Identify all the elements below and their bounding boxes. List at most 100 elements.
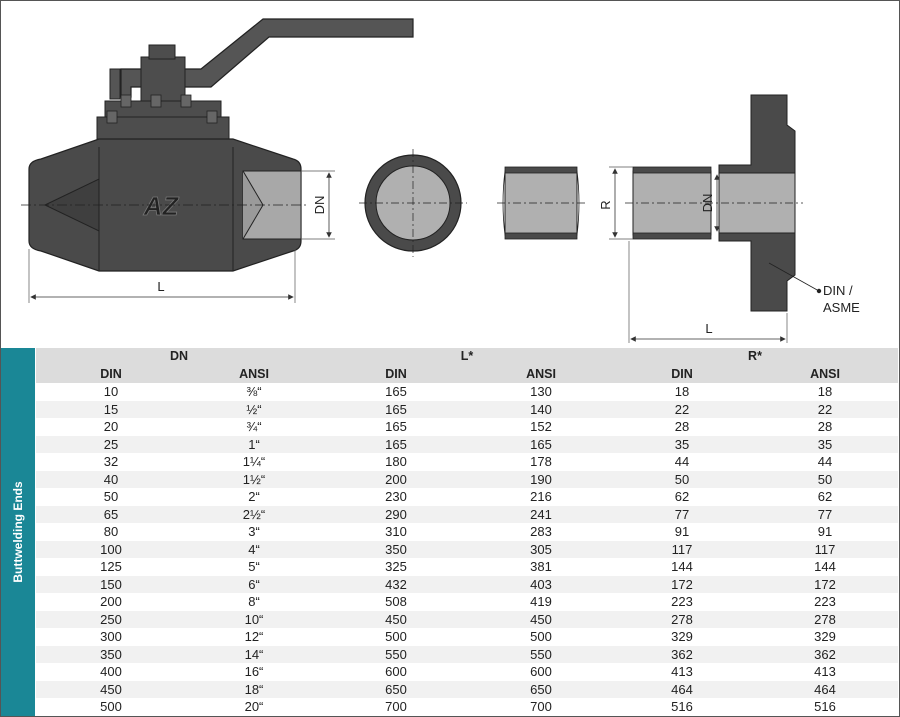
side-band [1, 348, 35, 716]
cell-dn-ansi: 8“ [248, 594, 260, 609]
cell-l-ansi: 403 [530, 576, 552, 592]
cell-dn-ansi: 3“ [248, 524, 260, 539]
cell-dn-din: 50 [103, 489, 119, 504]
cell-r-din: 516 [671, 699, 693, 714]
cell-dn-ansi: ¾“ [246, 419, 262, 434]
cell-dn-ansi: 6“ [248, 576, 260, 592]
cell-dn-ansi: 16“ [244, 664, 264, 679]
cell-l-din: 500 [385, 629, 407, 644]
valve-l-label: L [157, 279, 164, 294]
cell-l-din: 165 [385, 384, 407, 399]
cell-dn-ansi: 5“ [248, 559, 260, 574]
cell-r-ansi: 50 [817, 471, 833, 487]
cell-l-din: 508 [385, 594, 407, 609]
cell-r-din: 35 [674, 436, 690, 452]
cell-r-ansi: 329 [814, 629, 836, 644]
cell-l-ansi: 381 [530, 559, 552, 574]
cell-r-ansi: 117 [814, 541, 836, 557]
table-row: 125 5“ 325 381 144 144 [36, 558, 898, 576]
end-l-label: L [705, 321, 712, 336]
cell-dn-din: 200 [100, 594, 122, 609]
cell-r-din: 464 [671, 681, 693, 697]
cell-l-din: 550 [385, 646, 407, 662]
subheader-r-ansi: ANSI [810, 366, 840, 381]
cell-l-din: 450 [385, 611, 407, 627]
cell-l-ansi: 600 [530, 664, 552, 679]
cell-l-ansi: 650 [530, 681, 552, 697]
cell-r-din: 28 [674, 419, 690, 434]
cell-dn-ansi: ⅜“ [246, 384, 262, 399]
flange-callout-line2: ASME [823, 300, 860, 315]
cell-r-din: 413 [671, 664, 693, 679]
group-header-dn: DN [169, 349, 189, 363]
cell-r-ansi: 278 [814, 611, 836, 627]
table-subheader-row: DIN ANSI DIN ANSI DIN ANSI [36, 365, 898, 383]
cell-l-din: 325 [385, 559, 407, 574]
cell-dn-din: 400 [100, 664, 122, 679]
cell-r-ansi: 77 [817, 506, 833, 522]
cell-dn-ansi: 10“ [244, 611, 264, 627]
cell-l-ansi: 130 [530, 384, 552, 399]
cell-r-ansi: 144 [814, 559, 836, 574]
subheader-l-ansi: ANSI [526, 366, 556, 381]
cell-l-ansi: 152 [530, 419, 552, 434]
cell-r-ansi: 516 [814, 699, 836, 714]
flange-callout-line1: DIN / [823, 283, 853, 298]
cell-dn-din: 250 [100, 611, 122, 627]
cell-dn-ansi: 2“ [248, 489, 260, 504]
cell-r-ansi: 28 [817, 419, 833, 434]
cell-r-din: 172 [671, 576, 693, 592]
flanged-pipe-view: R DN L DIN / ASME [598, 94, 860, 343]
cell-l-ansi: 140 [530, 401, 552, 417]
cell-r-ansi: 172 [814, 576, 836, 592]
cell-dn-din: 300 [100, 629, 122, 644]
cell-dn-ansi: 20“ [244, 699, 264, 714]
subheader-dn-din: DIN [100, 366, 122, 381]
cell-dn-din: 125 [100, 559, 122, 574]
cell-r-ansi: 44 [817, 454, 833, 469]
cell-r-ansi: 464 [814, 681, 836, 697]
cell-l-ansi: 165 [530, 436, 552, 452]
cell-dn-din: 15 [103, 401, 119, 417]
cell-dn-din: 500 [100, 699, 122, 714]
cell-r-din: 18 [674, 384, 690, 399]
cell-r-din: 144 [671, 559, 693, 574]
cell-l-din: 180 [385, 454, 407, 469]
cell-l-ansi: 419 [530, 594, 552, 609]
subheader-r-din: DIN [671, 366, 693, 381]
cell-l-ansi: 550 [530, 646, 552, 662]
cell-l-ansi: 216 [530, 489, 552, 504]
pipe-section-view [497, 166, 585, 240]
cell-r-ansi: 223 [814, 594, 836, 609]
group-header-r: R* [748, 349, 762, 363]
end-dn-label: DN [700, 194, 715, 213]
cell-l-din: 200 [385, 471, 407, 487]
cell-l-din: 165 [385, 401, 407, 417]
cell-l-ansi: 241 [530, 506, 552, 522]
cell-dn-din: 450 [100, 681, 122, 697]
cell-dn-ansi: 1¼“ [242, 454, 266, 469]
cell-dn-ansi: 2½“ [242, 506, 266, 522]
cell-l-ansi: 283 [530, 524, 552, 539]
cell-l-din: 290 [385, 506, 407, 522]
cell-l-din: 310 [385, 524, 407, 539]
cell-r-ansi: 18 [817, 384, 833, 399]
cell-dn-din: 80 [103, 524, 119, 539]
cell-r-din: 362 [671, 646, 693, 662]
cell-l-din: 165 [385, 419, 407, 434]
group-header-l: L* [460, 349, 474, 363]
cell-l-din: 700 [385, 699, 407, 714]
cell-dn-ansi: 4“ [248, 541, 260, 557]
cell-dn-din: 350 [100, 646, 122, 662]
